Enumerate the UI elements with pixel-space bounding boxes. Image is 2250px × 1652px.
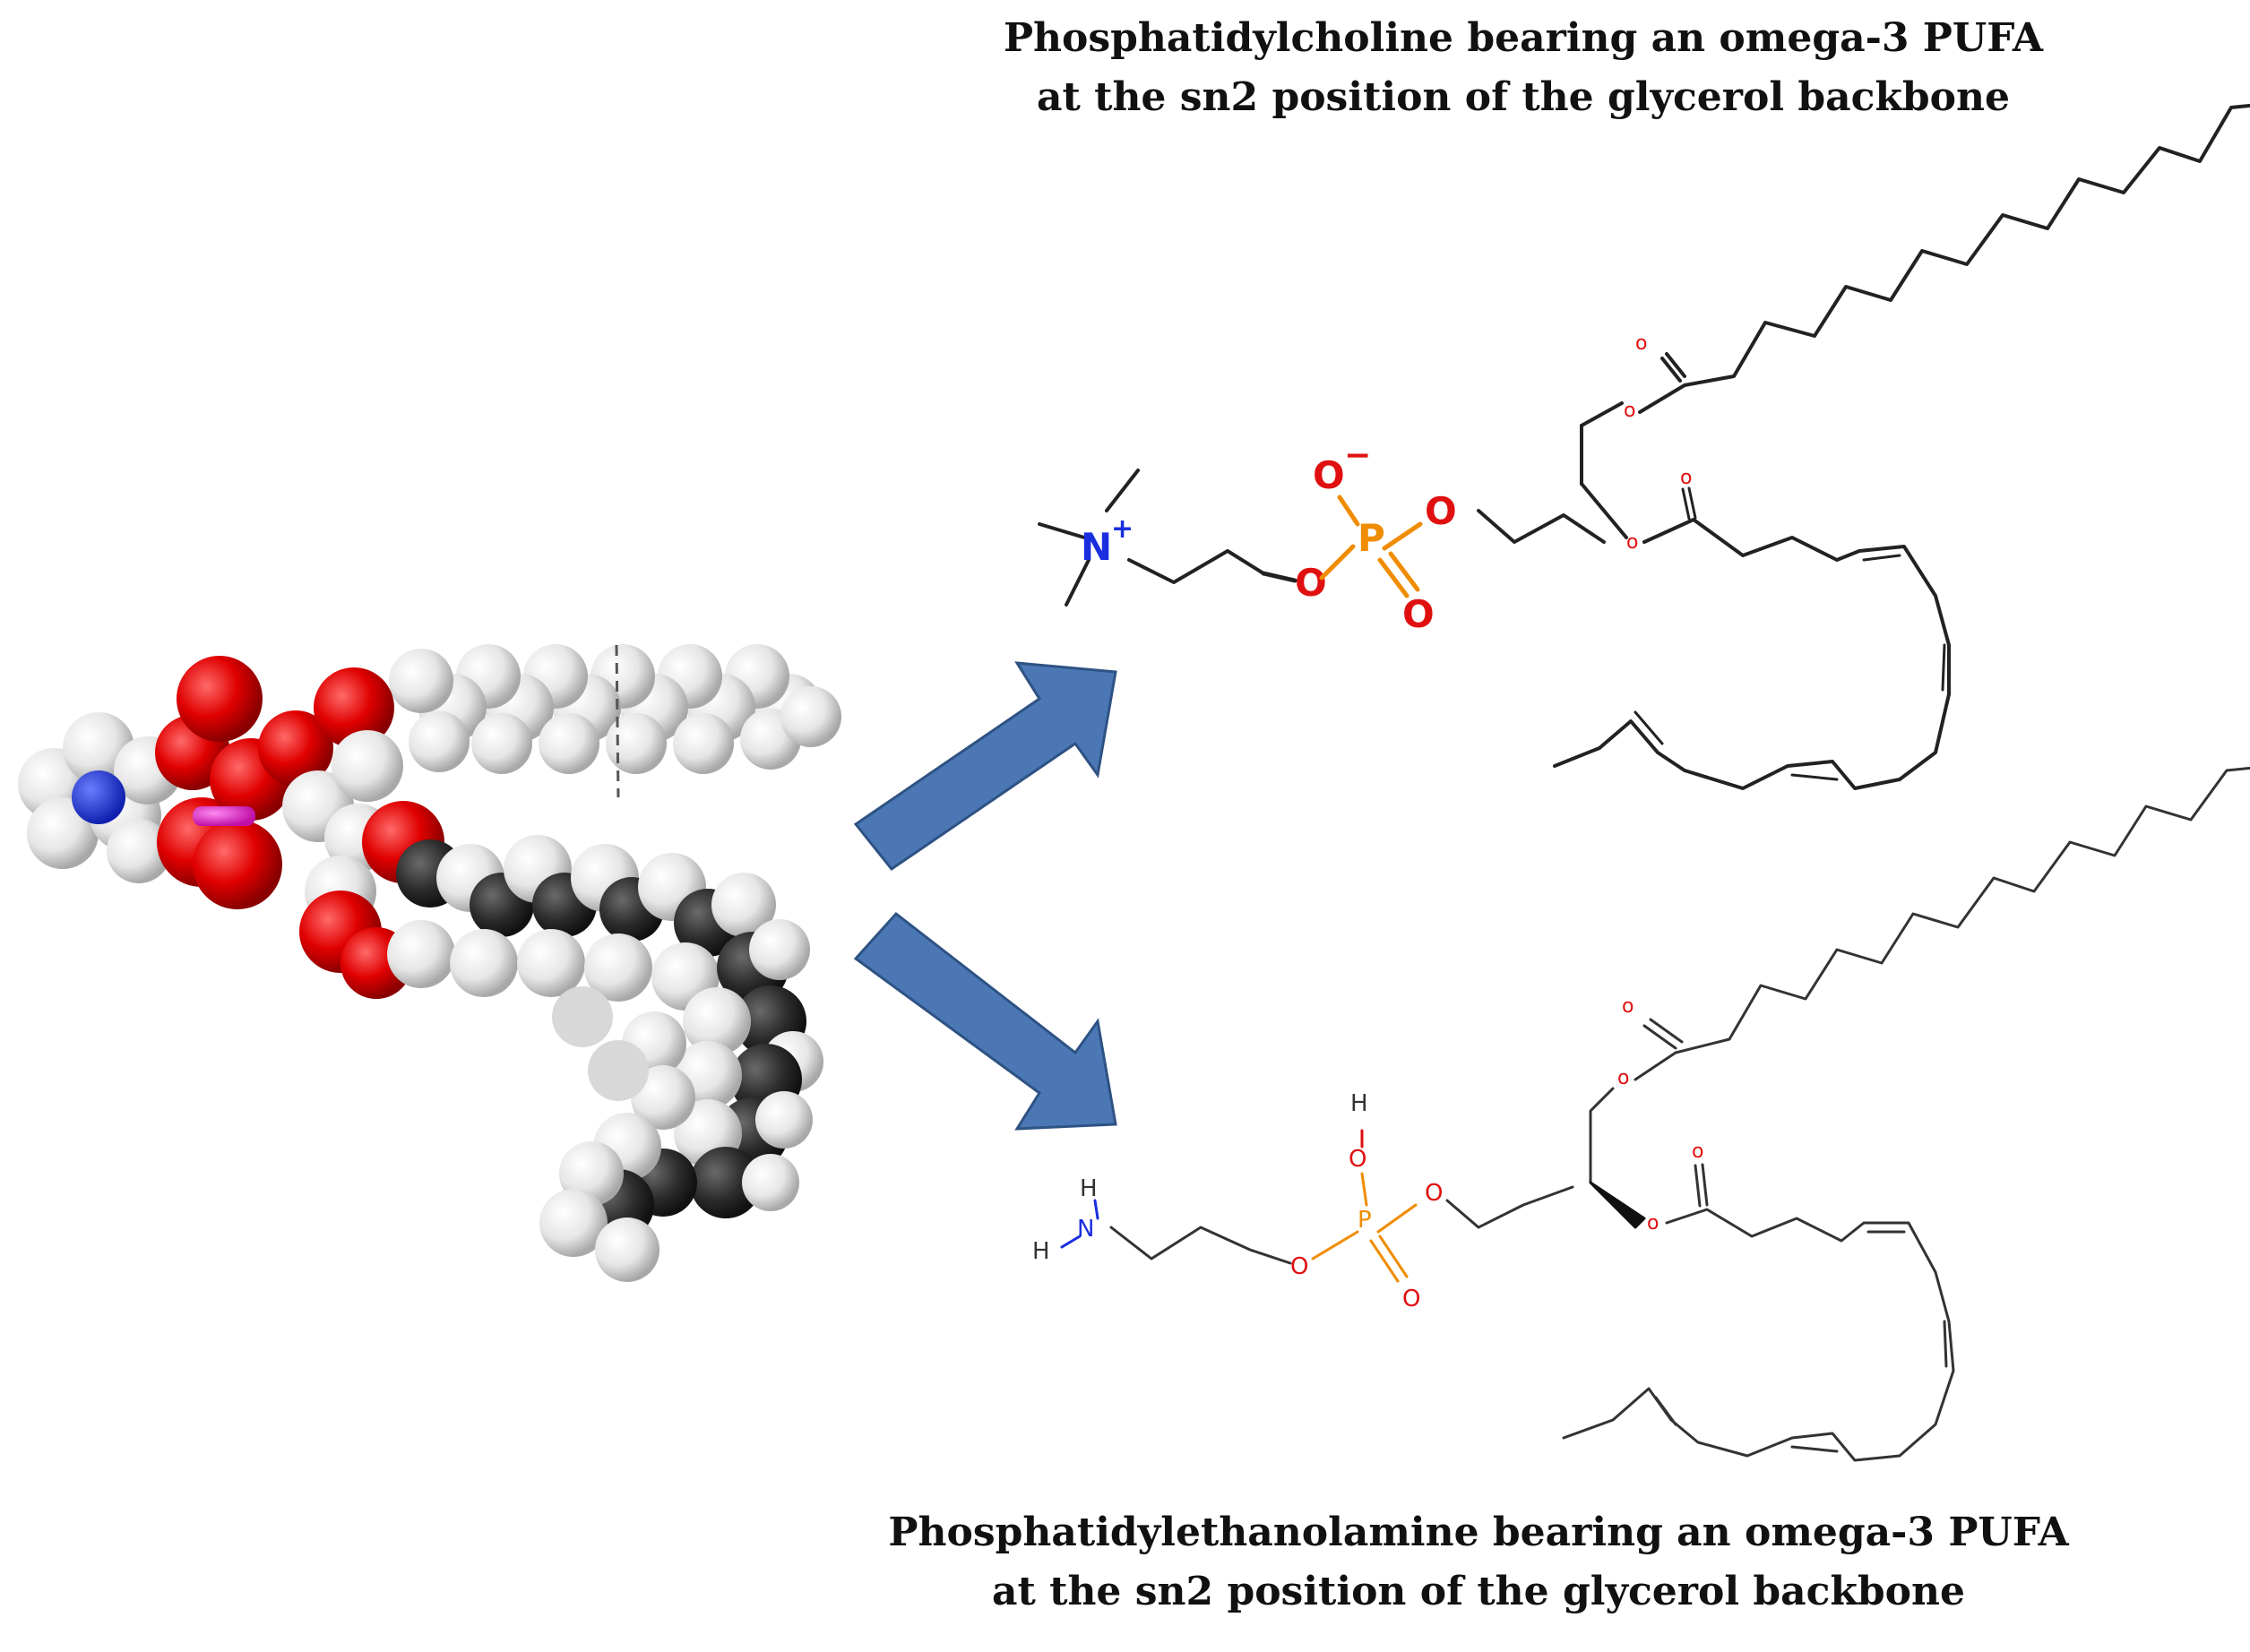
pe-hydroxyl-h: H — [1350, 1090, 1368, 1117]
caption-pc-line2: at the sn2 position of the glycerol back… — [1036, 74, 2011, 120]
pc-oxygen-glycerol: O — [1425, 489, 1457, 533]
pc-phosphorus: P — [1358, 516, 1385, 560]
pc-carbonyl-o-sn2: o — [1680, 467, 1692, 489]
caption-pe-line1: Phosphatidylethanolamine bearing an omeg… — [888, 1510, 2069, 1555]
saturated-tail-atoms — [389, 644, 841, 798]
pe-ester-o-sn2: o — [1647, 1212, 1659, 1235]
pe-amine-h-left: H — [1032, 1238, 1050, 1265]
caption-pe-line2: at the sn2 position of the glycerol back… — [991, 1569, 1966, 1614]
caption-phosphatidylcholine: Phosphatidylcholine bearing an omega-3 P… — [896, 9, 2151, 127]
pufa-tail-atoms — [299, 801, 823, 1282]
pc-charge-plus: + — [1111, 513, 1134, 545]
pc-oxygen-bridge: O — [1295, 561, 1327, 605]
pe-hydroxyl-o: O — [1349, 1146, 1366, 1173]
pc-ester-o-sn1: o — [1624, 400, 1635, 422]
arrow-to-phosphatidylethanolamine — [853, 911, 1117, 1131]
phosphatidylcholine-structure — [1038, 104, 2250, 790]
caption-pc-line1: Phosphatidylcholine bearing an omega-3 P… — [1003, 15, 2044, 61]
pc-oxygen-anion: O — [1313, 453, 1345, 497]
pc-oxygen-double: O — [1402, 592, 1435, 636]
pc-phosphate-bonds — [1261, 495, 1423, 598]
head-group-atoms — [18, 656, 403, 909]
pc-nitrogen: N — [1081, 525, 1112, 569]
phosphatidylethanolamine-atom-labels: N H H O P O H O O o o o o — [1032, 995, 1703, 1312]
pe-carbonyl-o-sn1: o — [1622, 995, 1634, 1018]
pe-ester-o-sn1: o — [1617, 1067, 1629, 1089]
caption-phosphatidylethanolamine: Phosphatidylethanolamine bearing an omeg… — [806, 1503, 2151, 1622]
pc-carbonyl-o-sn1: o — [1635, 332, 1647, 355]
pe-amine-h-top: H — [1080, 1175, 1098, 1202]
space-filling-model — [18, 644, 841, 1282]
pc-ester-o-sn2: o — [1626, 531, 1638, 554]
pe-oxygen-double: O — [1402, 1286, 1420, 1312]
pe-carbonyl-o-sn2: o — [1692, 1140, 1703, 1163]
pc-charge-minus: − — [1344, 437, 1371, 474]
pe-oxygen-bridge: O — [1290, 1253, 1308, 1280]
pe-phosphorus: P — [1358, 1207, 1372, 1234]
arrow-to-phosphatidylcholine — [853, 661, 1117, 872]
pe-nitrogen: N — [1077, 1216, 1094, 1243]
phosphatidylethanolamine-structure — [1060, 766, 2250, 1462]
phosphatidylcholine-atom-labels: N + P O O − O O o o o o — [1081, 332, 1692, 636]
pe-oxygen-glycerol: O — [1425, 1180, 1443, 1207]
